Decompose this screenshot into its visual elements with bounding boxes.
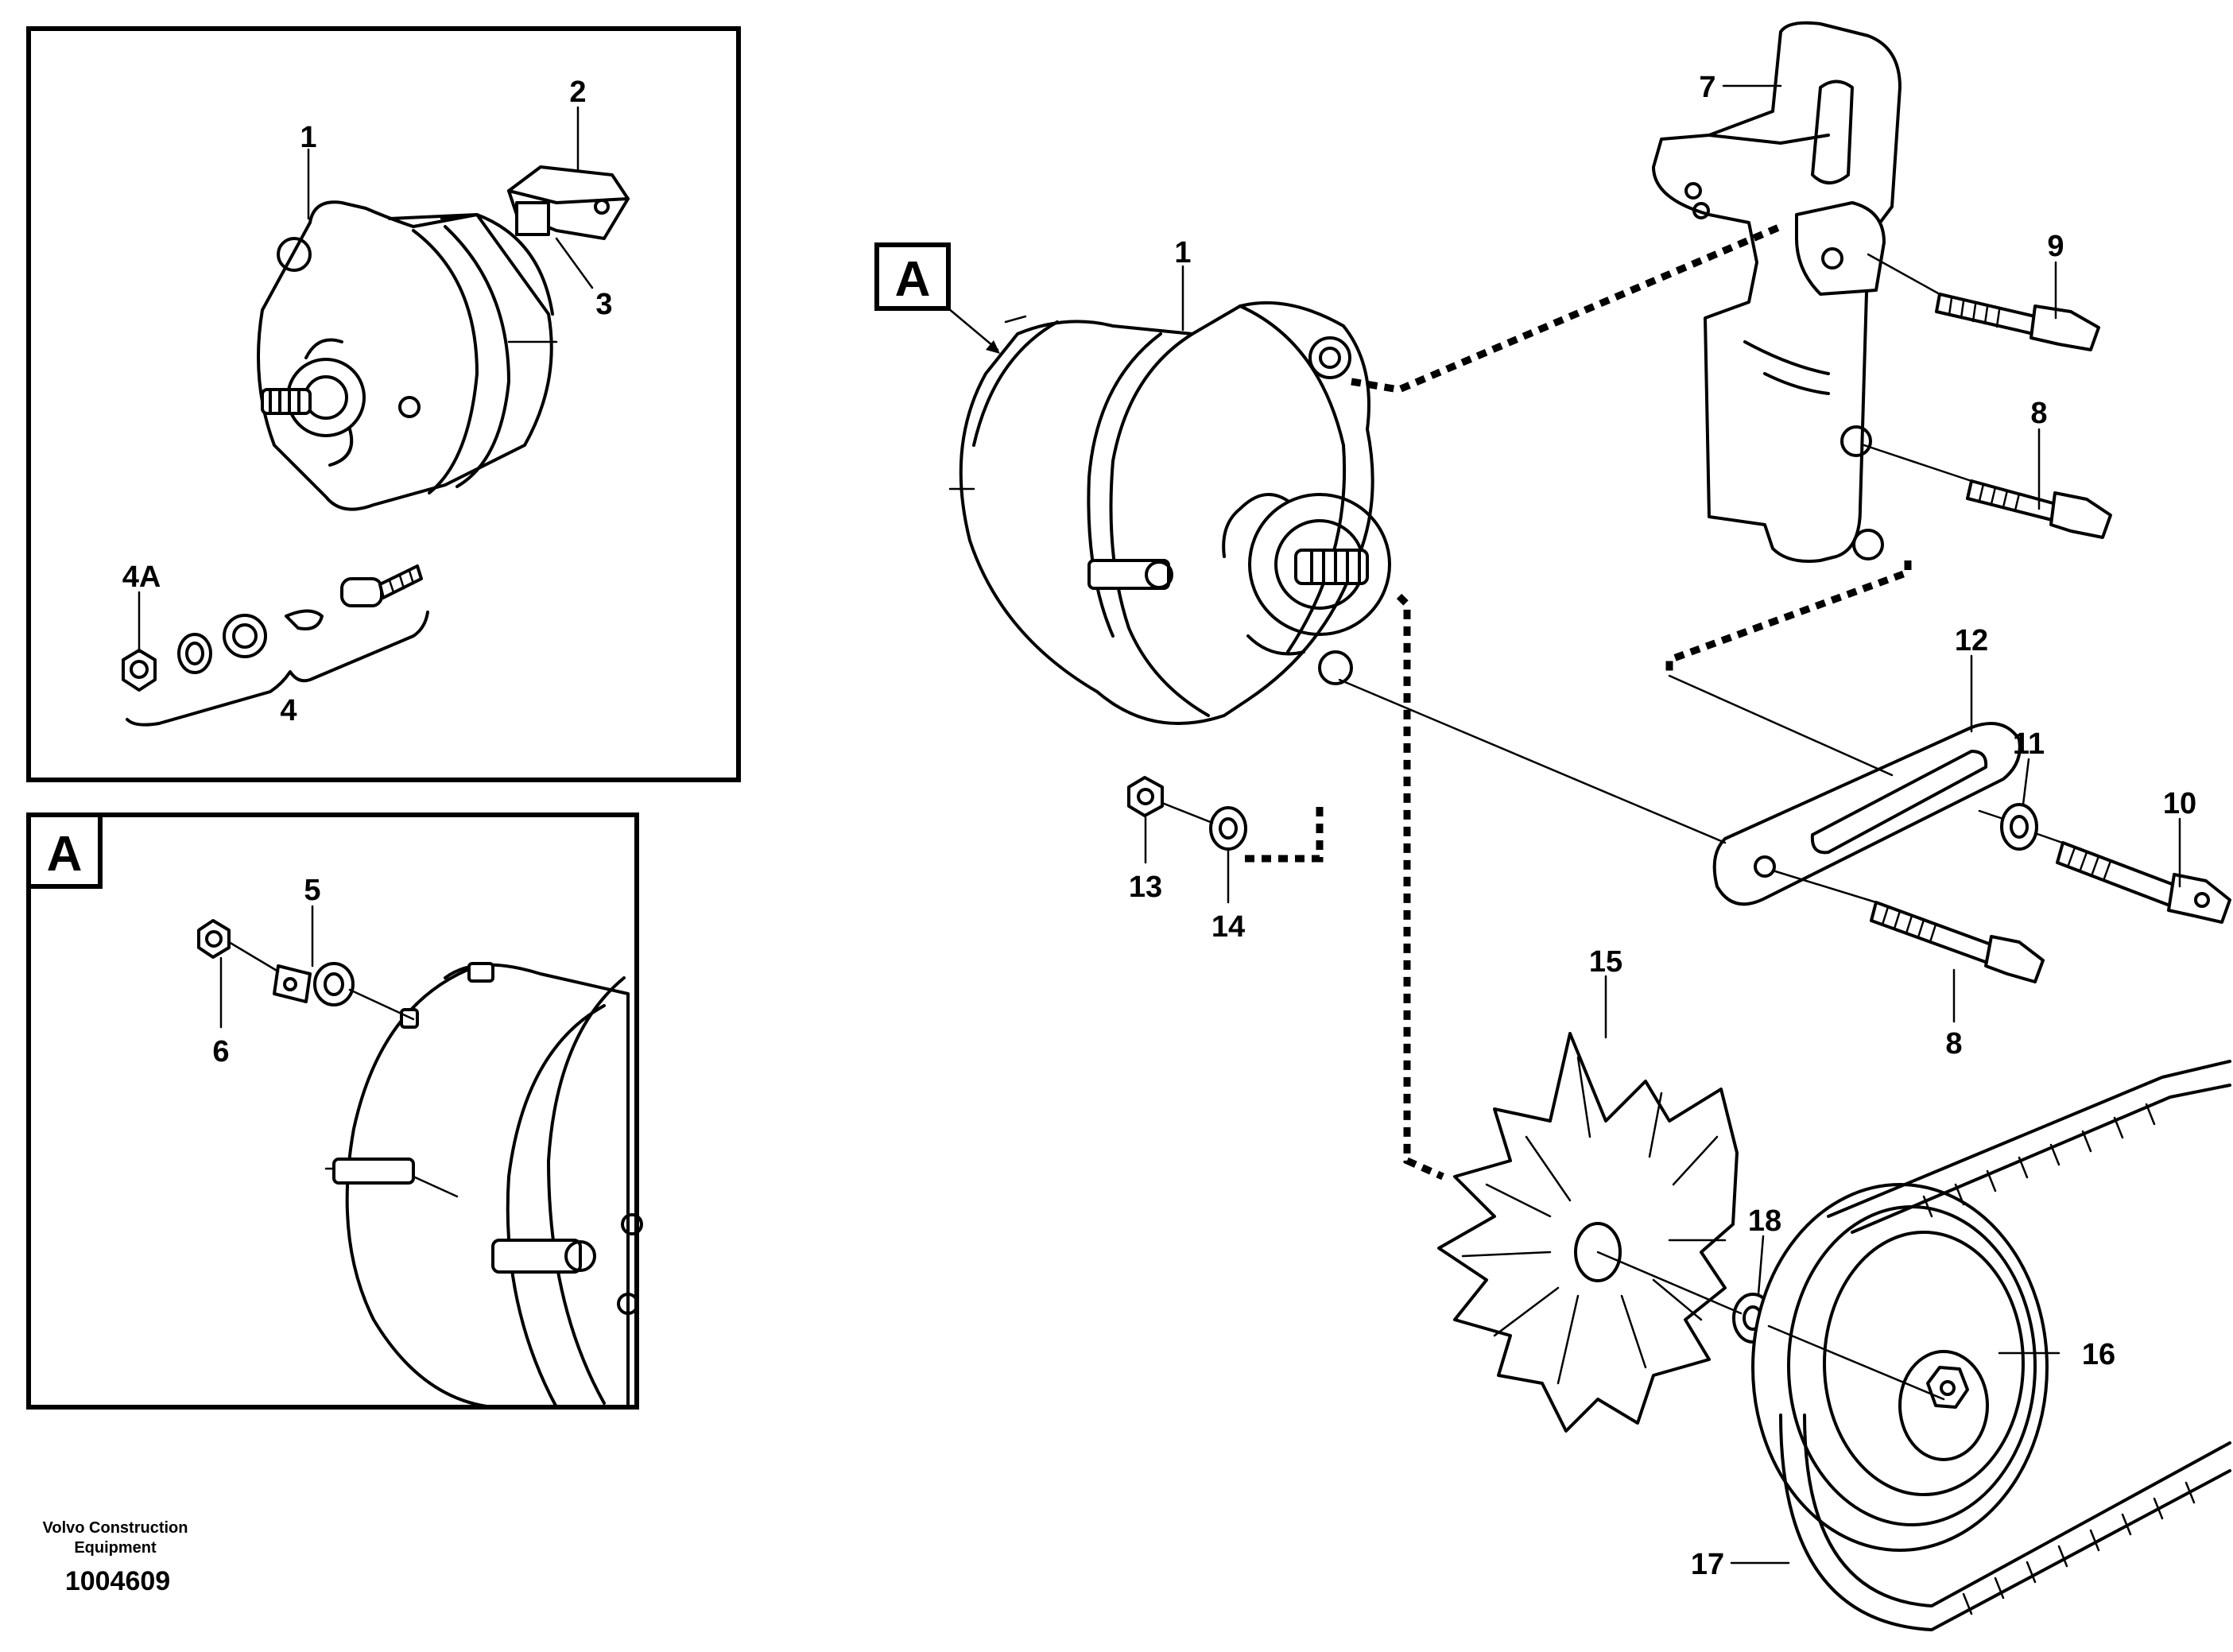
- part-label-14: 14: [1211, 910, 1245, 944]
- regulator-small: [507, 165, 630, 240]
- bolt-9: [1935, 293, 2100, 351]
- fan: [1437, 1032, 1739, 1433]
- part-label-15: 15: [1589, 945, 1622, 979]
- callout-a-box: A: [874, 242, 1000, 354]
- part-label-8-lower: 8: [1945, 1027, 1962, 1061]
- part-label-1-inset: 1: [300, 121, 316, 154]
- mounting-bracket: [1652, 21, 1902, 563]
- part-label-2: 2: [569, 76, 586, 109]
- part-label-13: 13: [1129, 871, 1162, 904]
- part-label-3: 3: [595, 288, 612, 321]
- bolt-10: [2056, 841, 2231, 924]
- part-labels: 1 2 3 4A 4 5 6 1 7 9 8 12 11 10 8 13 14: [122, 71, 2196, 1581]
- bolt-8-lower: [1870, 901, 2045, 983]
- company-name-line2: Equipment: [74, 1539, 157, 1557]
- alternator-small-drawing: [257, 200, 558, 511]
- nut-13: [1127, 776, 1164, 817]
- part-label-16: 16: [2082, 1338, 2115, 1371]
- part-label-11: 11: [2013, 727, 2045, 761]
- part-label-9: 9: [2047, 230, 2064, 263]
- belt: [1779, 1060, 2231, 1631]
- inset-detail-a: A: [26, 812, 643, 1410]
- assembly-center-lines: [1161, 253, 2068, 1401]
- adjusting-link: [1712, 722, 2022, 906]
- inset-alternator-overview: [26, 26, 741, 782]
- part-label-12: 12: [1955, 624, 1988, 657]
- washer-11: [2000, 803, 2038, 851]
- alternator-rear-drawing: [324, 962, 643, 1409]
- washer-14: [1209, 806, 1247, 851]
- detail-a-label: A: [47, 827, 83, 882]
- callout-a-label: A: [895, 252, 931, 307]
- terminal-nut-washer: [197, 919, 415, 1021]
- pulley: [1751, 1183, 2049, 1552]
- part-label-17: 17: [1691, 1548, 1724, 1581]
- alternator-main-drawing: [948, 301, 1391, 725]
- part-label-18: 18: [1748, 1204, 1781, 1238]
- part-label-1-main: 1: [1174, 236, 1191, 270]
- part-label-10: 10: [2163, 787, 2196, 820]
- part-label-6: 6: [212, 1035, 229, 1068]
- bolt-8-upper: [1966, 479, 2112, 539]
- company-name-line1: Volvo Construction: [43, 1519, 188, 1537]
- kit-small-parts: [122, 564, 429, 727]
- part-label-4a: 4A: [122, 560, 161, 594]
- part-label-7: 7: [1699, 71, 1715, 104]
- drawing-footer: Volvo Construction Equipment 1004609: [43, 1519, 188, 1596]
- part-label-4: 4: [280, 694, 297, 727]
- part-label-5: 5: [304, 874, 320, 907]
- part-label-8-upper: 8: [2030, 397, 2047, 430]
- assembly-dashed-lines: [1240, 223, 1912, 1181]
- drawing-number: 1004609: [65, 1566, 170, 1596]
